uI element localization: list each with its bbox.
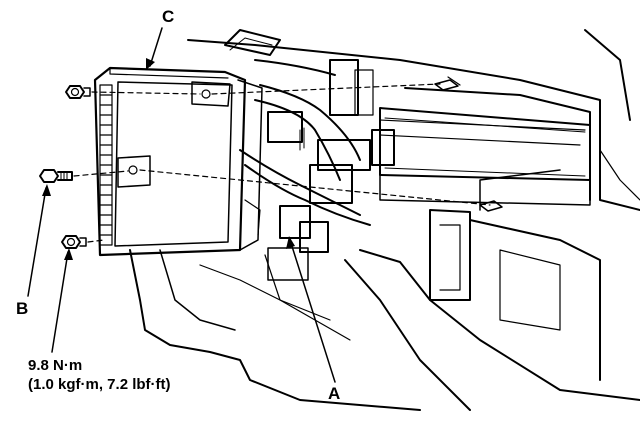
torque-spec-line2: (1.0 kgf·m, 7.2 lbf·ft) [28,376,171,393]
leader-lines [27,27,336,383]
right-module [379,107,591,206]
leader-b [27,187,47,297]
label-a: A [328,384,341,403]
torque-spec-line1: 9.8 N·m [28,357,83,374]
wiring-harness [239,59,395,281]
connector-pins [99,84,113,246]
screw-right-upper [434,76,461,91]
label-b: B [16,299,29,318]
upper-bracket [224,29,281,56]
lower-panel [129,249,421,411]
dashboard-frame [187,29,640,411]
control-unit-c [93,66,263,257]
leader-torque [51,251,69,353]
screw-right-lower [479,200,503,212]
nut-upper [65,85,91,99]
label-c: C [162,7,175,26]
bolt-b [39,169,73,183]
leader-c [149,27,163,67]
nut-lower [61,235,87,249]
alignment-lines [73,83,491,243]
leader-arrowheads [42,58,295,260]
leader-a [289,239,336,383]
